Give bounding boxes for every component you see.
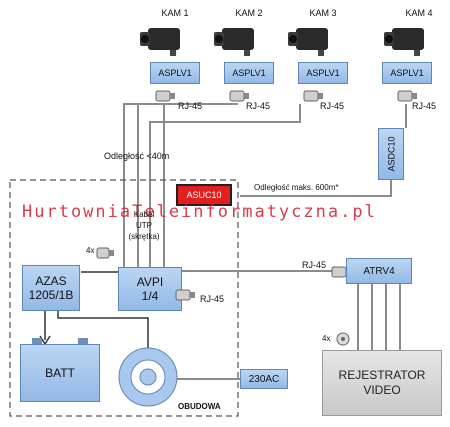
battery-label: BATT [45,366,75,380]
battery-terminal [78,338,88,344]
atrv-module: ATRV4 [346,258,412,284]
bnc-count-label: 4x [322,334,331,343]
camera-icon [140,28,180,56]
asdc-module: ASDC10 [378,128,404,180]
watermark: HurtowniaTeleinformatyczna.pl [22,202,377,222]
camera-label-2: KAM 2 [235,8,263,18]
cable-label: Kabel UTP (skrętka) [122,209,166,242]
bnc-connector-icon [336,332,350,346]
cable-kam2 [137,103,238,272]
camera-label-3: KAM 3 [309,8,337,18]
housing-border [9,179,239,417]
avpi-count-label: 4x [86,246,95,255]
asplv-module-4: ASPLV1 [382,62,432,84]
cable-label-line-1: Kabel [133,210,155,219]
camera-icon [384,28,424,56]
camera-label-1: KAM 1 [161,8,189,18]
cable-kam3 [149,104,301,272]
battery: BATT [20,344,100,402]
avpi-rj45-label: RJ-45 [200,294,225,304]
distance-long-label: Odległość maks. 600m* [254,183,339,192]
avpi-module: AVPI 1/4 [118,267,182,311]
transformer-icon [118,347,178,407]
cable-label-line-2: UTP [136,221,152,230]
rj45-plug-icon [155,90,175,102]
asplv-module-1: ASPLV1 [150,62,200,84]
avpi-label-line-2: 1/4 [141,289,159,303]
atrv-rj45-label: RJ-45 [302,260,327,270]
recorder-label-line-2: VIDEO [363,383,401,397]
azas-label-line-2: 1205/1B [28,288,74,302]
distance-short-label: Odległość <40m [104,151,170,161]
housing-label: OBUDOWA [178,402,221,411]
asplv-module-2: ASPLV1 [224,62,274,84]
asuc-module: ASUC10 [176,184,232,206]
camera-label-4: KAM 4 [405,8,433,18]
video-recorder: REJESTRATOR VIDEO [322,350,442,416]
camera-icon [288,28,328,56]
azas-module: AZAS 1205/1B [22,265,80,311]
power-source: 230AC [240,369,288,389]
rj45-label-4: RJ-45 [412,101,437,111]
cable-label-line-3: (skrętka) [128,232,160,241]
rj45-label-3: RJ-45 [320,101,345,111]
rj45-plug-icon [229,90,249,102]
recorder-label-line-1: REJESTRATOR [338,368,426,382]
asplv-module-3: ASPLV1 [298,62,348,84]
battery-terminal [32,338,42,344]
rj45-plug-icon [96,247,114,259]
rj45-plug-icon [175,289,195,301]
camera-icon [214,28,254,56]
rj45-label-2: RJ-45 [246,101,271,111]
rj45-plug-icon [397,90,417,102]
avpi-label-line-1: AVPI [136,275,164,289]
rj45-plug-icon [303,90,323,102]
rj45-label-1: RJ-45 [178,101,203,111]
azas-label-line-1: AZAS [35,274,67,288]
